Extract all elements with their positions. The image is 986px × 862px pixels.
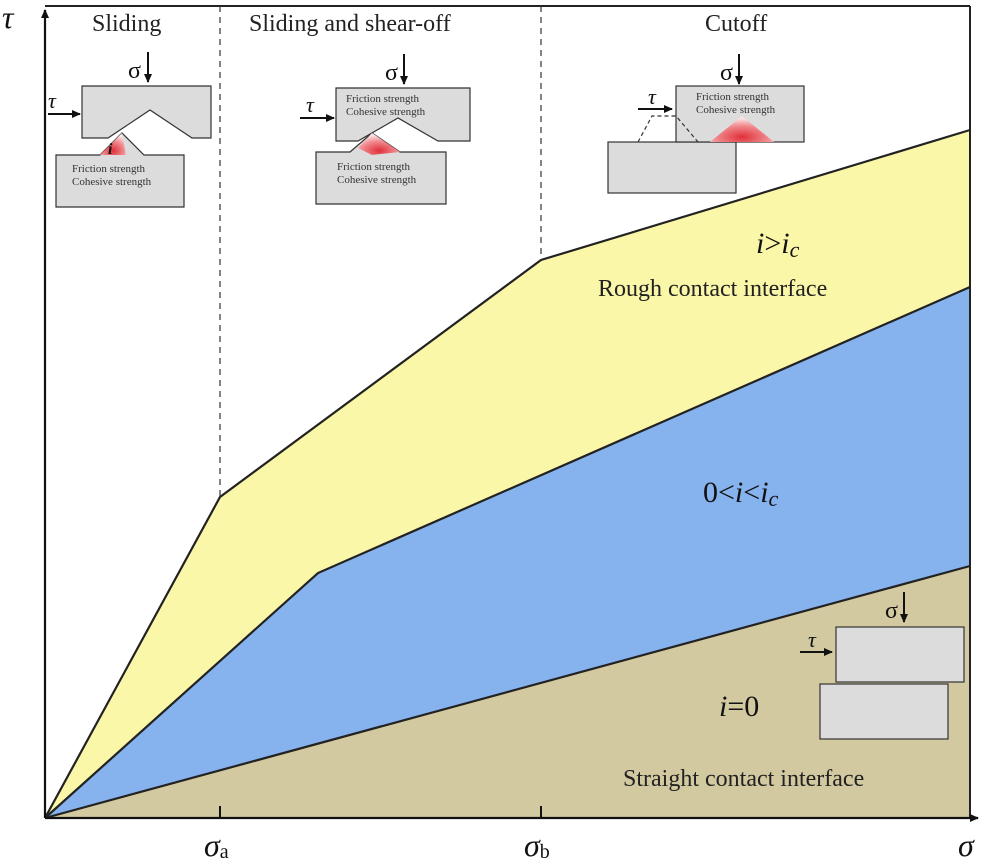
intermediate-envelope-curve bbox=[44, 285, 971, 819]
straight-condition-label: i=0 bbox=[719, 690, 759, 723]
sigma-symbol: σ bbox=[720, 60, 733, 86]
intermediate-interface-region bbox=[45, 287, 970, 818]
cohesion-zone bbox=[100, 133, 126, 155]
cohesive-strength-label-lower: Cohesive strength bbox=[337, 174, 417, 186]
cutoff-inset: σ τ Friction strength Cohesive strength bbox=[607, 54, 805, 194]
lower-block bbox=[607, 141, 737, 194]
rough-condition-label: i>ic bbox=[756, 227, 800, 262]
cohesive-strength-label: Cohesive strength bbox=[696, 104, 776, 116]
rough-interface-label: Rough contact interface bbox=[598, 276, 827, 302]
sigma-a-label: σa bbox=[204, 827, 229, 862]
zone-title-shear-off: Sliding and shear-off bbox=[249, 11, 451, 37]
sigma-symbol: σ bbox=[128, 58, 141, 84]
cohesion-zone bbox=[710, 116, 774, 142]
sliding-inset: σ τ i Friction strength Cohesive strengt… bbox=[48, 52, 212, 208]
tau-symbol: τ bbox=[306, 92, 315, 117]
zone-title-sliding: Sliding bbox=[92, 11, 161, 37]
upper-block bbox=[335, 87, 471, 142]
cohesive-strength-label-upper: Cohesive strength bbox=[346, 106, 426, 118]
rough-interface-region bbox=[45, 130, 970, 818]
y-axis-label: τ bbox=[2, 0, 15, 35]
straight-envelope-line bbox=[44, 564, 971, 820]
sigma-symbol: σ bbox=[885, 598, 898, 624]
friction-strength-label-upper: Friction strength bbox=[346, 93, 420, 105]
lower-block bbox=[315, 132, 447, 205]
lower-block bbox=[55, 132, 185, 208]
lower-block bbox=[819, 683, 949, 740]
zone-title-cutoff: Cutoff bbox=[705, 11, 767, 37]
friction-strength-label: Friction strength bbox=[696, 91, 770, 103]
cohesive-strength-label: Cohesive strength bbox=[72, 176, 152, 188]
shear-off-inset: σ τ Friction strength Cohesive strength … bbox=[300, 54, 471, 205]
straight-interface-label: Straight contact interface bbox=[623, 766, 864, 792]
intermediate-condition-label: 0<i<ic bbox=[703, 476, 779, 511]
tau-symbol: τ bbox=[808, 627, 817, 652]
x-axis-label: σ bbox=[958, 827, 975, 862]
friction-strength-label-lower: Friction strength bbox=[337, 161, 411, 173]
sigma-b-label: σb bbox=[524, 827, 550, 862]
tau-symbol: τ bbox=[48, 88, 57, 113]
cohesion-zone bbox=[358, 133, 400, 155]
upper-block bbox=[835, 626, 965, 683]
angle-i-label: i bbox=[108, 141, 113, 158]
sigma-symbol: σ bbox=[385, 60, 398, 86]
rough-envelope-curve bbox=[44, 128, 971, 819]
tau-symbol: τ bbox=[648, 84, 657, 109]
upper-block bbox=[81, 85, 212, 139]
friction-strength-label: Friction strength bbox=[72, 163, 146, 175]
sheared-asperity-outline bbox=[637, 115, 699, 143]
straight-inset: σ τ bbox=[800, 592, 965, 740]
